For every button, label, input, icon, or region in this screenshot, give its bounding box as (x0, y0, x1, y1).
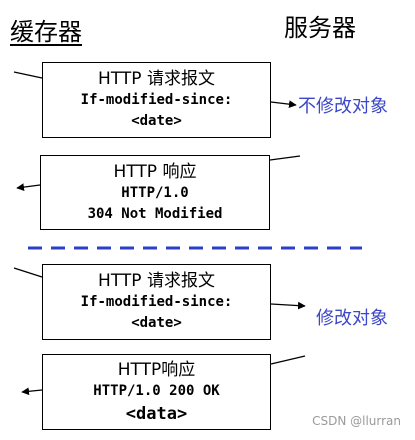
request-header-line-2: If-modified-since: (80, 294, 233, 310)
response-status-line-2: HTTP/1.0 200 OK (93, 382, 220, 399)
request-header-line-1: If-modified-since: (80, 92, 233, 108)
server-note-1: 不修改对象 (298, 96, 388, 117)
request-in-line-2 (13, 267, 43, 278)
response-status-line-1: HTTP/1.0 (121, 184, 189, 201)
server-header: 服务器 (284, 14, 356, 42)
response-arrow-1 (16, 183, 41, 191)
response-body-2: <data> (125, 403, 188, 424)
server-note-2: 修改对象 (316, 308, 388, 329)
request-title-1: HTTP 请求报文 (98, 69, 215, 89)
response-box-2: HTTP响应 HTTP/1.0 200 OK <data> (42, 354, 271, 430)
response-title-1: HTTP 响应 (113, 161, 197, 182)
request-arrow-2 (270, 301, 306, 310)
response-box-1: HTTP 响应 HTTP/1.0 304 Not Modified (40, 155, 270, 230)
request-box-2: HTTP 请求报文 If-modified-since: <date> (42, 264, 271, 340)
request-date-2: <date> (131, 315, 182, 331)
request-box-1: HTTP 请求报文 If-modified-since: <date> (42, 62, 271, 138)
request-date-1: <date> (131, 113, 182, 129)
watermark: CSDN @llurran (312, 414, 401, 428)
response-status-1: 304 Not Modified (87, 205, 223, 222)
response-arrow-2 (21, 387, 43, 396)
request-arrow-1 (270, 100, 297, 109)
request-in-line-1 (13, 71, 43, 79)
cache-header: 缓存器 (10, 18, 82, 46)
request-title-2: HTTP 请求报文 (98, 271, 215, 291)
response-in-line-2 (270, 355, 306, 365)
response-in-line-1 (269, 155, 301, 161)
response-title-2: HTTP响应 (117, 359, 196, 380)
